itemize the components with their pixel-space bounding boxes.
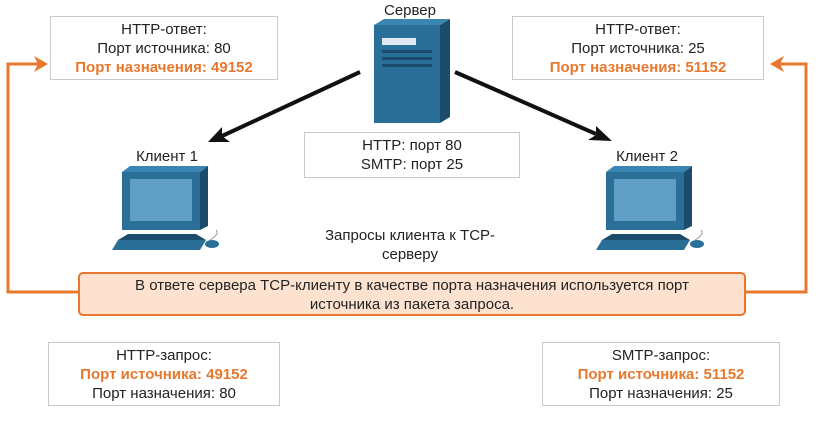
left-flow-line	[6, 56, 78, 294]
client1-response-dst: Порт назначения: 49152	[75, 59, 253, 76]
server-port-smtp: SMTP: порт 25	[360, 156, 464, 173]
client1-response-box: HTTP-ответ: Порт источника: 80 Порт назн…	[50, 16, 278, 80]
client1-request-box: HTTP-запрос: Порт источника: 49152 Порт …	[48, 342, 280, 406]
server-port-http: HTTP: порт 80	[362, 137, 462, 154]
client2-response-title: HTTP-ответ:	[595, 21, 681, 38]
arrow-to-client2	[454, 70, 612, 141]
client2-request-box: SMTP-запрос: Порт источника: 51152 Порт …	[542, 342, 780, 406]
server-icon	[374, 19, 450, 123]
requests-caption-line2: серверу	[381, 246, 438, 263]
client1-computer-icon	[112, 166, 219, 250]
server-label: Сервер	[383, 2, 436, 19]
requests-caption: Запросы клиента к TCP- серверу	[300, 226, 520, 264]
client2-request-src: Порт источника: 51152	[577, 366, 745, 383]
client2-response-dst: Порт назначения: 51152	[549, 59, 727, 76]
explanation-note-line1: В ответе сервера TCP-клиенту в качестве …	[135, 277, 689, 294]
explanation-note-line2: источника из пакета запроса.	[309, 296, 515, 313]
client2-response-src: Порт источника: 25	[571, 40, 705, 57]
client1-response-title: HTTP-ответ:	[121, 21, 207, 38]
right-flow-line	[746, 56, 808, 294]
client1-request-src: Порт источника: 49152	[80, 366, 248, 383]
arrow-to-client1	[208, 70, 361, 142]
requests-caption-line1: Запросы клиента к TCP-	[324, 227, 496, 244]
client2-request-dst: Порт назначения: 25	[589, 385, 733, 402]
client2-request-title: SMTP-запрос:	[611, 347, 711, 364]
client1-label: Клиент 1	[136, 148, 198, 165]
client1-request-dst: Порт назначения: 80	[92, 385, 236, 402]
server-ports-box: HTTP: порт 80 SMTP: порт 25	[304, 132, 520, 178]
client1-request-title: HTTP-запрос:	[116, 347, 212, 364]
client2-response-box: HTTP-ответ: Порт источника: 25 Порт назн…	[512, 16, 764, 80]
client1-response-src: Порт источника: 80	[97, 40, 231, 57]
client2-computer-icon	[596, 166, 704, 250]
client2-label: Клиент 2	[616, 148, 678, 165]
explanation-note: В ответе сервера TCP-клиенту в качестве …	[78, 272, 746, 316]
